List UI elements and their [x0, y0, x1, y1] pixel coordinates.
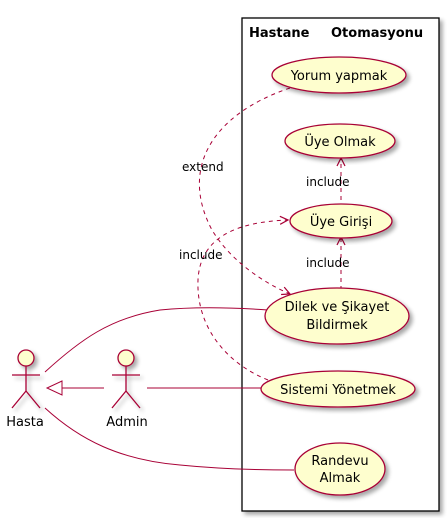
usecase-uye-girisi: Üye Girişi: [289, 203, 393, 239]
usecase-uye-olmak-label: Üye Olmak: [304, 133, 376, 150]
usecase-sistemi-label: Sistemi Yönetmek: [280, 383, 396, 398]
usecase-randevu-label-line2: Almak: [320, 471, 361, 486]
association-hasta-randevu: [44, 407, 295, 471]
include-arrow-sistemi: [197, 220, 288, 381]
usecase-sistemi: Sistemi Yönetmek: [260, 370, 416, 408]
usecase-uye-girisi-label: Üye Girişi: [310, 213, 372, 230]
relations: extend include include include: [44, 87, 349, 471]
actor-hasta-label: Hasta: [6, 415, 44, 430]
generalization-arrowhead: [45, 380, 63, 396]
usecase-dilek: Dilek ve Şikayet Bildirmek: [264, 287, 410, 345]
actor-hasta: [11, 349, 41, 409]
usecase-dilek-label-line1: Dilek ve Şikayet: [285, 300, 390, 315]
usecase-yorum-label: Yorum yapmak: [290, 69, 388, 84]
association-hasta-dilek: [44, 307, 269, 373]
actor-hasta-head: [17, 349, 35, 367]
include-label-2: include: [306, 256, 349, 270]
usecase-randevu: Randevu Almak: [294, 442, 386, 496]
include-label-3: include: [179, 248, 222, 262]
usecase-uye-olmak: Üye Olmak: [284, 123, 396, 159]
include-label-1: include: [306, 175, 349, 189]
actor-admin-label: Admin: [106, 415, 147, 430]
system-title-part2: Otomasyonu: [331, 26, 423, 41]
actor-admin: [111, 349, 141, 409]
extend-label: extend: [182, 160, 224, 174]
system-title-part1: Hastane: [249, 26, 310, 41]
usecase-yorum: Yorum yapmak: [271, 56, 407, 94]
extend-arrow: [198, 87, 290, 294]
usecase-dilek-label-line2: Bildirmek: [306, 318, 368, 333]
usecase-randevu-label-line1: Randevu: [311, 454, 368, 469]
actor-admin-head: [117, 349, 135, 367]
